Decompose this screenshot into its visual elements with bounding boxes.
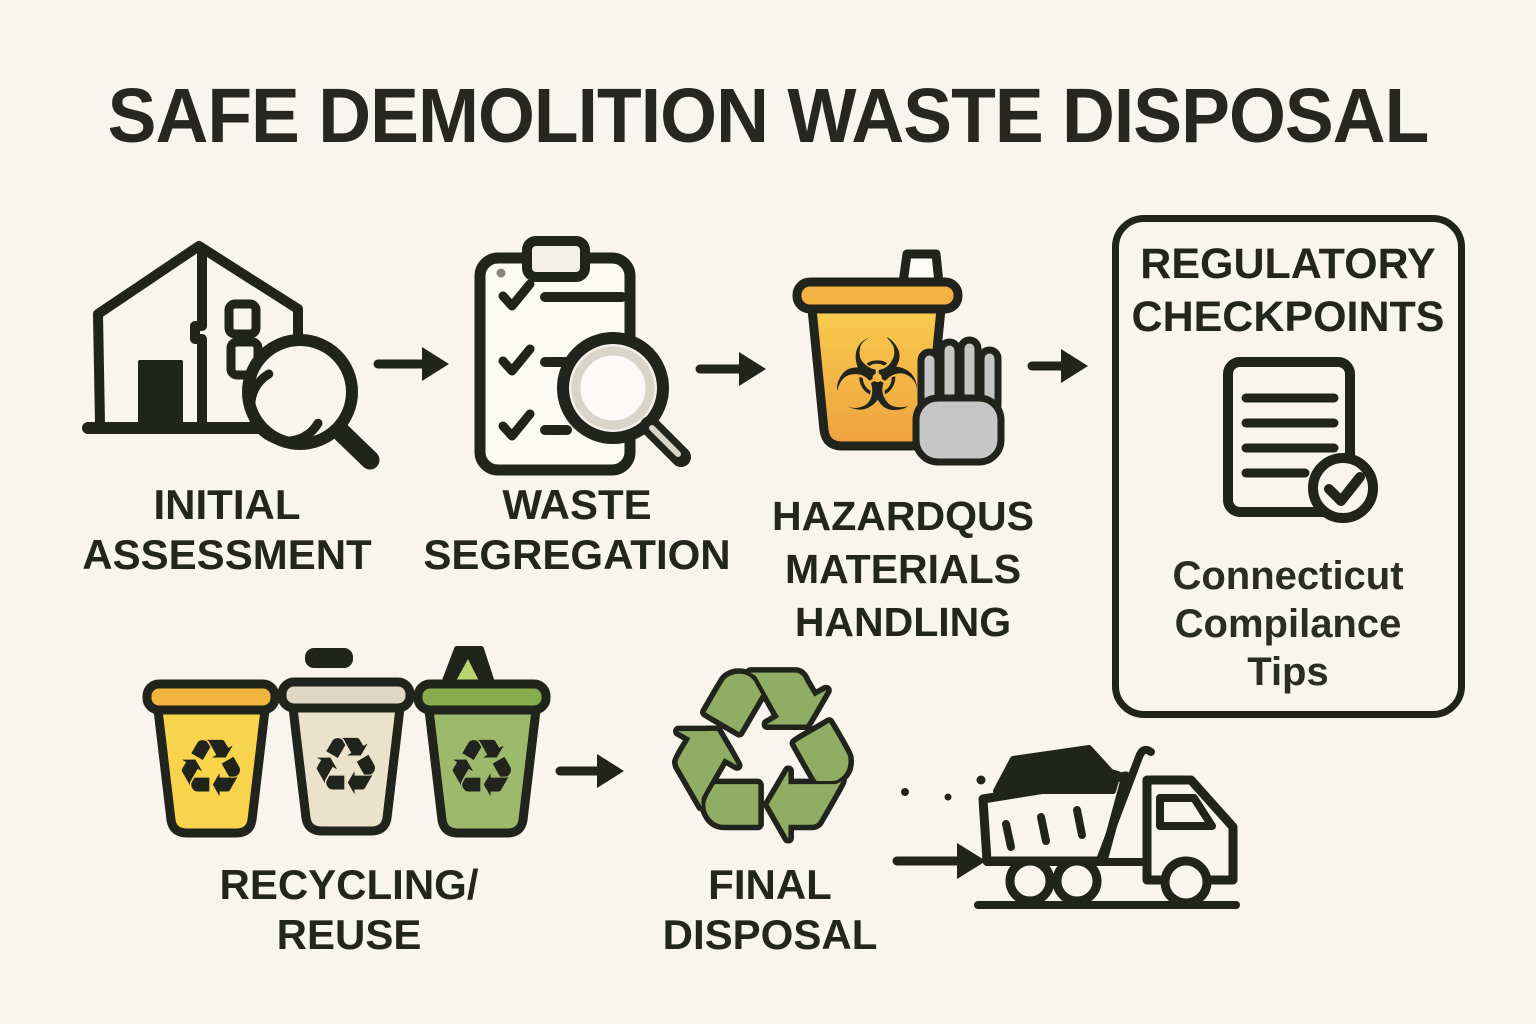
dump-truck-icon: [974, 745, 1240, 909]
recycling-bins-icon: ♻ ♻ ♻: [142, 646, 551, 838]
house-magnifier-icon: [82, 241, 380, 470]
regulatory-box-body: Connecticut Compilance Tips: [1172, 554, 1404, 694]
magnifier-lens: [242, 334, 358, 450]
checklist-magnifier-icon: [474, 236, 691, 476]
flow-arrow: [555, 754, 624, 788]
flow-arrow: [892, 775, 986, 879]
house-window: [224, 299, 261, 339]
flow-arrow: [373, 347, 449, 381]
recycle-icon: ♻: [175, 722, 247, 815]
flow-arrow: [1027, 349, 1088, 383]
label-initial-assessment: INITIAL ASSESSMENT: [82, 481, 372, 578]
house-door: [138, 360, 183, 424]
page-title: SAFE DEMOLITION WASTE DISPOSAL: [107, 73, 1430, 159]
biohazard-bin-hand-icon: ☣: [792, 249, 1005, 466]
label-final-disposal: FINAL DISPOSAL: [662, 861, 878, 958]
biohazard-icon: ☣: [832, 317, 922, 434]
document-check-icon: [1223, 357, 1378, 523]
label-recycling-reuse: RECYCLING/ REUSE: [219, 861, 479, 958]
recycle-arrows-icon: ♻: [652, 616, 874, 900]
green-bin: ♻: [413, 646, 551, 838]
stop-hand-icon: [912, 336, 1005, 466]
label-waste-segregation: WASTE SEGREGATION: [423, 481, 731, 578]
recycle-icon: ♻: [446, 722, 518, 815]
regulatory-checkpoints-box: [1112, 215, 1465, 718]
yellow-bin: ♻: [142, 679, 280, 838]
label-hazardous-materials: HAZARDQUS MATERIALS HANDLING: [772, 493, 1034, 645]
cream-bin: ♻: [277, 648, 415, 836]
regulatory-box-title: REGULATORY CHECKPOINTS: [1131, 240, 1445, 341]
svg-text:♻: ♻: [658, 621, 869, 894]
recycle-icon: ♻: [310, 720, 382, 813]
flow-arrow: [695, 352, 766, 386]
